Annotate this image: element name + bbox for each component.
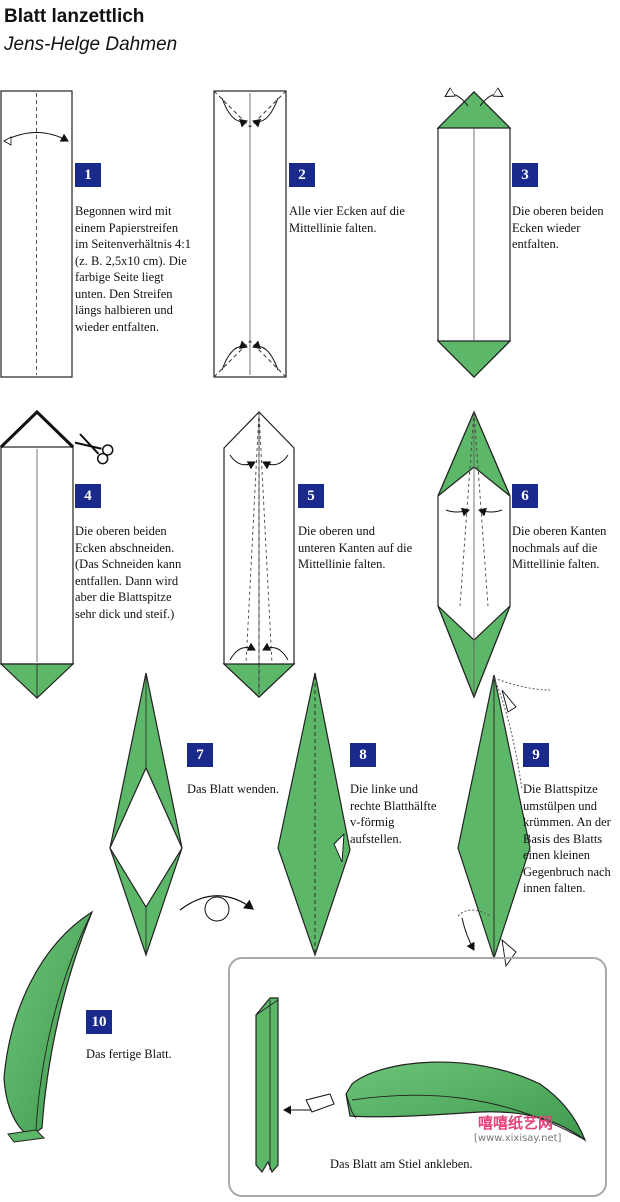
step-number-7: 7 (187, 743, 213, 767)
step1-strip (0, 90, 73, 378)
step5-shape (222, 410, 296, 698)
step-number-4: 4 (75, 484, 101, 508)
watermark-logo: 嘻嘻纸艺网 (478, 1114, 554, 1132)
step2-strip (213, 90, 287, 378)
step-number-6: 6 (512, 484, 538, 508)
step-number-2: 2 (289, 163, 315, 187)
final-caption: Das Blatt am Stiel ankleben. (330, 1157, 473, 1171)
page-title: Blatt lanzettlich (4, 6, 145, 27)
step-text-6: Die oberen Kanten nochmals auf die Mitte… (512, 524, 607, 571)
turn-over-icon (179, 895, 254, 922)
final-step-frame (228, 957, 607, 1197)
step-number-10: 10 (86, 1010, 112, 1034)
step-text-9: Die Blattspitze umstülpen und krümmen. A… (523, 782, 611, 895)
step-number-9: 9 (523, 743, 549, 767)
scissors-icon (74, 433, 114, 465)
step7-shape (109, 672, 183, 957)
step6-shape (437, 410, 511, 699)
step-number-1: 1 (75, 163, 101, 187)
step-text-3: Die oberen beiden Ecken wieder entfalten… (512, 204, 604, 251)
step8-shape (277, 672, 351, 957)
step-text-1: Begonnen wird mit einem Papierstreifen i… (75, 204, 191, 334)
step-number-5: 5 (298, 484, 324, 508)
step9-shape (457, 674, 551, 968)
step3-strip (436, 92, 512, 378)
step-number-3: 3 (512, 163, 538, 187)
stem-with-leaf (255, 997, 587, 1174)
step-text-7: Das Blatt wenden. (187, 782, 279, 796)
watermark-url: [www.xixisay.net] (474, 1133, 562, 1144)
finished-leaf (3, 910, 94, 1143)
step-text-4: Die oberen beiden Ecken abschneiden. (Da… (75, 524, 182, 621)
step-text-5: Die oberen und unteren Kanten auf die Mi… (298, 524, 413, 571)
step-number-8: 8 (350, 743, 376, 767)
step-text-2: Alle vier Ecken auf die Mittellinie falt… (289, 204, 405, 235)
step-text-10: Das fertige Blatt. (86, 1047, 172, 1061)
step-text-8: Die linke und rechte Blatthälfte v-förmi… (350, 782, 437, 846)
step4-strip (0, 409, 75, 699)
author-name: Jens-Helge Dahmen (4, 34, 178, 55)
